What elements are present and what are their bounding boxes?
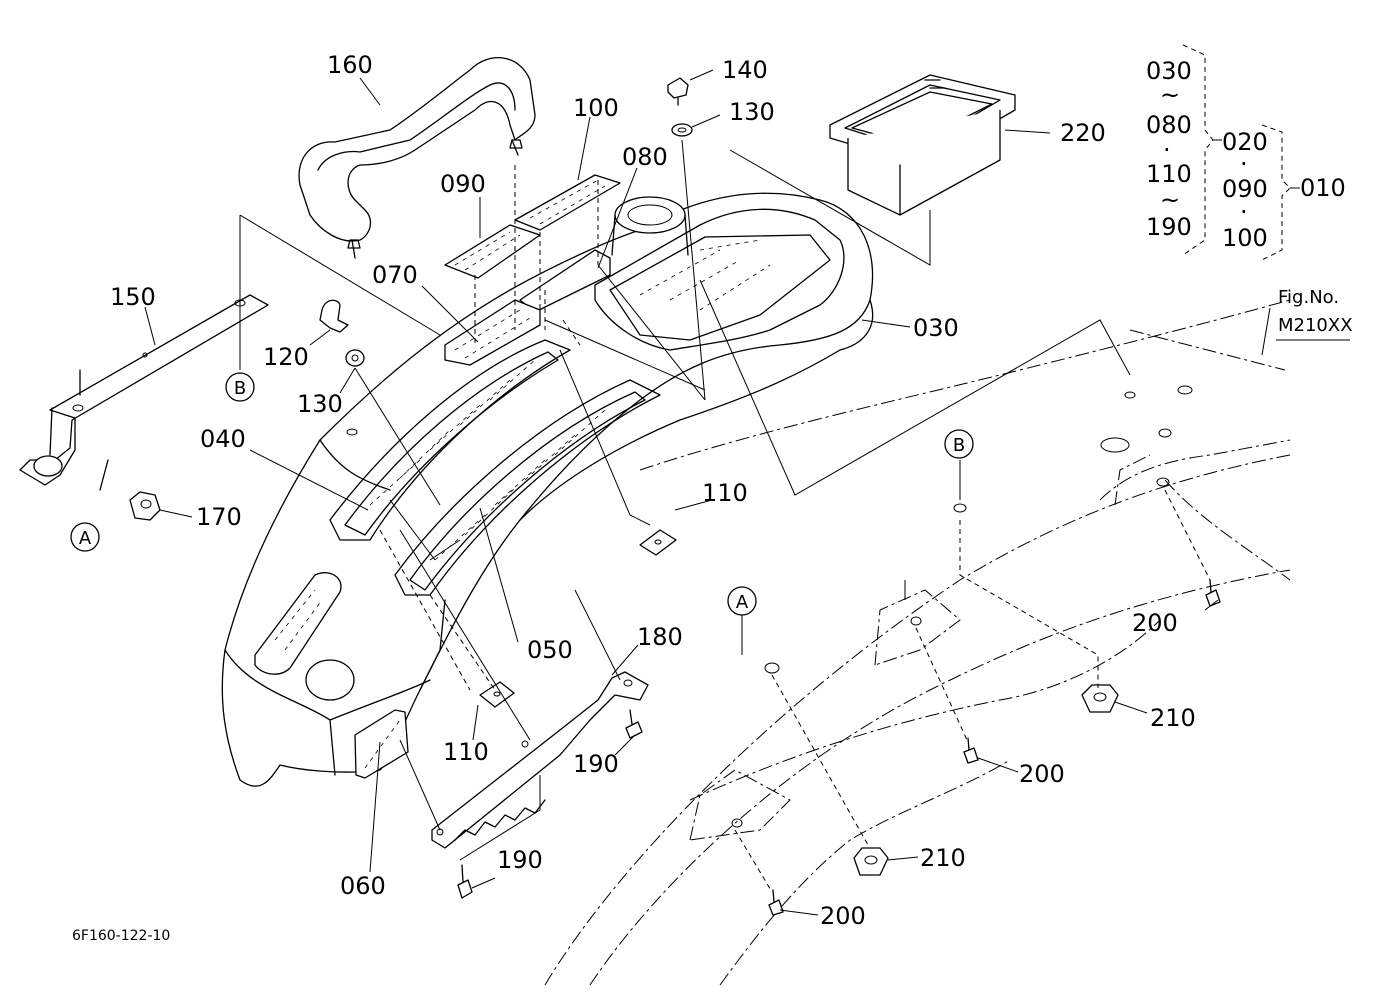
label-220: 220 [1060, 119, 1106, 147]
marker-b-right: B [944, 429, 974, 459]
panel-060 [354, 709, 409, 779]
label-080: 080 [622, 143, 668, 171]
tree-a-third: 110 [1146, 160, 1192, 188]
label-070: 070 [372, 261, 418, 289]
label-170: 170 [196, 503, 242, 531]
console-body [221, 192, 874, 787]
label-150: 150 [110, 283, 156, 311]
marker-a-left-text: A [79, 528, 92, 549]
marker-b-left-text: B [234, 378, 246, 399]
tree-b-dot1: · [1240, 150, 1248, 178]
label-100: 100 [573, 94, 619, 122]
label-090: 090 [440, 170, 486, 198]
bracket-150 [19, 294, 269, 491]
tree-a-tilde1: ~ [1160, 81, 1180, 109]
label-040: 040 [200, 425, 246, 453]
tray-220 [829, 74, 1016, 216]
label-190-lower: 190 [497, 846, 543, 874]
tree-b-third: 100 [1222, 224, 1268, 252]
figure-reference: Fig.No. M210XX [1278, 287, 1353, 336]
label-120: 120 [263, 343, 309, 371]
label-130-left: 130 [297, 390, 343, 418]
label-190-upper: 190 [573, 750, 619, 778]
tree-a-first: 030 [1146, 57, 1192, 85]
label-050: 050 [527, 636, 573, 664]
tree-a-fourth: 190 [1146, 213, 1192, 241]
marker-b-right-text: B [953, 435, 965, 456]
bar-180 [431, 671, 649, 849]
label-180: 180 [637, 623, 683, 651]
label-060: 060 [340, 872, 386, 900]
tree-a-second: 080 [1146, 111, 1192, 139]
tree-a-dot: · [1163, 136, 1171, 164]
tree-root: 010 [1300, 174, 1346, 202]
label-210-lower: 210 [920, 844, 966, 872]
callout-leaders [144, 69, 1350, 916]
fig-no-label: Fig.No. [1278, 287, 1339, 308]
label-030: 030 [913, 314, 959, 342]
marker-a-right-text: A [736, 592, 749, 613]
assembly-tree-brackets [1182, 44, 1300, 261]
label-200-top: 200 [1132, 609, 1178, 637]
drawing-id: 6F160-122-10 [72, 928, 170, 944]
handle-160 [298, 57, 536, 259]
marker-a-left: A [70, 522, 100, 552]
plates [444, 165, 621, 366]
part-labels: 160 100 080 090 070 140 130 220 030 150 … [110, 51, 1196, 930]
label-130-top: 130 [729, 98, 775, 126]
label-140: 140 [722, 56, 768, 84]
tree-a-tilde2: ~ [1160, 186, 1180, 214]
fender-outline [544, 299, 1291, 986]
assembly-lines [239, 139, 1211, 893]
marker-a-right: A [727, 586, 757, 616]
assembly-tree: 030 ~ 080 · 110 ~ 190 020 · 090 · 100 01… [1146, 57, 1346, 252]
fig-no-code: M210XX [1278, 315, 1353, 336]
tree-b-dot2: · [1240, 198, 1248, 226]
label-110-left: 110 [443, 738, 489, 766]
label-110-right: 110 [702, 479, 748, 507]
tree-b-second: 090 [1222, 175, 1268, 203]
label-210-upper: 210 [1150, 704, 1196, 732]
label-160: 160 [327, 51, 373, 79]
label-200-bottom: 200 [820, 902, 866, 930]
marker-b-left: B [225, 372, 255, 402]
tree-b-first: 020 [1222, 128, 1268, 156]
label-200-mid: 200 [1019, 760, 1065, 788]
fasteners [129, 77, 1221, 916]
